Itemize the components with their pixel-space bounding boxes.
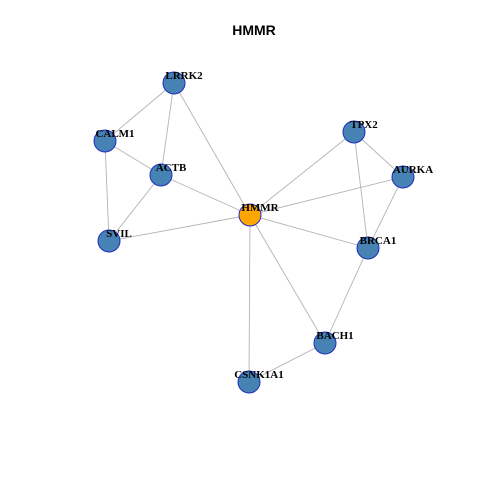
edge-tpx2-hmmr <box>249 131 355 216</box>
node-lrrk2[interactable] <box>162 71 186 95</box>
edge-bach1-csnk1a1 <box>248 342 326 383</box>
node-label-bach1: BACH1 <box>316 330 353 342</box>
node-label-lrrk2: LRRK2 <box>165 70 203 82</box>
edge-aurka-brca1 <box>367 176 404 249</box>
node-label-calm1: CALM1 <box>95 128 134 140</box>
edge-lrrk2-calm1 <box>104 82 175 142</box>
node-hmmr[interactable] <box>238 203 262 227</box>
node-csnk1a1[interactable] <box>237 370 261 394</box>
node-label-actb: ACTB <box>156 162 187 174</box>
node-layer <box>93 71 415 394</box>
node-label-brca1: BRCA1 <box>360 235 397 247</box>
node-label-svil: SVIL <box>106 228 132 240</box>
edge-layer <box>104 82 404 383</box>
edge-svil-hmmr <box>108 214 251 242</box>
node-label-hmmr: HMMR <box>241 202 279 214</box>
graph-title: HMMR <box>232 22 276 38</box>
node-bach1[interactable] <box>313 331 337 355</box>
edge-hmmr-bach1 <box>249 214 326 344</box>
node-label-tpx2: TPX2 <box>350 119 378 131</box>
edge-actb-svil <box>108 174 162 242</box>
node-actb[interactable] <box>149 163 173 187</box>
edge-lrrk2-actb <box>160 82 175 176</box>
node-tpx2[interactable] <box>342 120 366 144</box>
edge-lrrk2-hmmr <box>173 82 251 216</box>
edge-actb-hmmr <box>160 174 251 216</box>
node-label-aurka: AURKA <box>393 164 433 176</box>
node-aurka[interactable] <box>391 165 415 189</box>
edge-tpx2-brca1 <box>353 131 369 249</box>
node-brca1[interactable] <box>356 236 380 260</box>
node-calm1[interactable] <box>93 129 117 153</box>
edge-hmmr-csnk1a1 <box>248 214 251 383</box>
node-label-csnk1a1: CSNK1A1 <box>234 369 284 381</box>
node-svil[interactable] <box>97 229 121 253</box>
edge-hmmr-brca1 <box>249 214 369 249</box>
edge-brca1-bach1 <box>324 247 369 344</box>
edge-aurka-hmmr <box>249 176 404 216</box>
edge-calm1-svil <box>104 140 110 242</box>
